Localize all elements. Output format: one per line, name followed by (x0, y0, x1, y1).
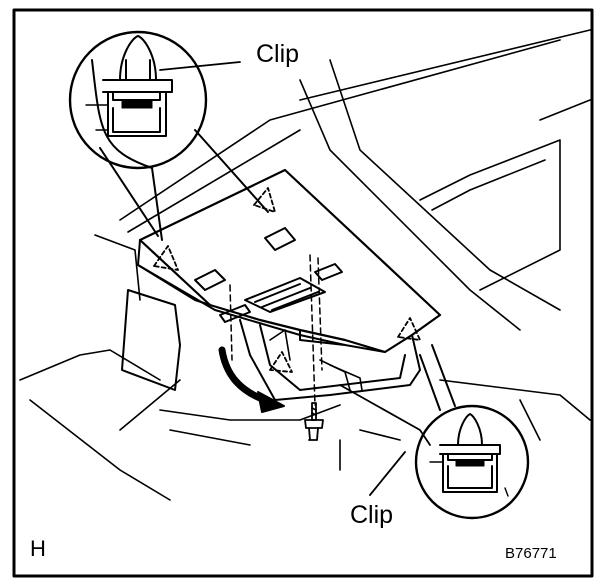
figure-border (12, 8, 594, 578)
clip-label-bottom: Clip (350, 501, 394, 529)
pillar-trim (121, 289, 181, 391)
overhead-console (137, 168, 442, 401)
corner-letter: H (30, 536, 46, 561)
clip-top-leader (159, 61, 241, 71)
detail-circle-top (68, 30, 269, 241)
vehicle-interior-lines (19, 29, 591, 501)
clip-fastener-icon (85, 35, 173, 137)
clip-bottom-leader (339, 384, 431, 446)
removal-arrow-icon (218, 346, 285, 413)
clip-label-top: Clip (256, 40, 300, 68)
clip-fastener-icon (429, 413, 509, 497)
guide-lines (229, 254, 323, 406)
figure-code: B76771 (505, 545, 557, 562)
screw-icon (304, 402, 324, 441)
